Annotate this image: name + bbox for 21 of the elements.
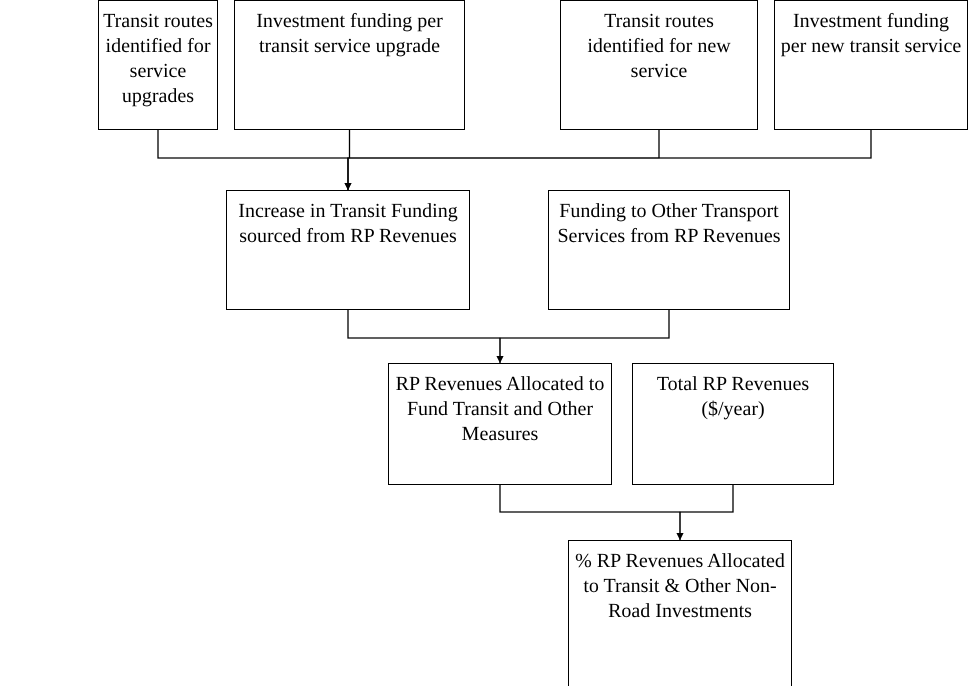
box-label: % RP Revenues Allocated to Transit & Other Non-Road Investments bbox=[574, 549, 786, 624]
process-box bbox=[234, 0, 465, 130]
connector-arrow bbox=[344, 130, 872, 190]
process-box bbox=[388, 363, 612, 485]
process-box bbox=[632, 363, 834, 485]
process-box bbox=[568, 540, 792, 686]
process-box bbox=[560, 0, 758, 130]
box-label: Increase in Transit Funding sourced from RP Revenues bbox=[237, 199, 459, 249]
box-label: Funding to Other Transport Services from RP Revenues bbox=[556, 199, 782, 249]
connector-arrow bbox=[676, 485, 734, 540]
box-label: Investment funding per transit service upgrade bbox=[255, 9, 444, 59]
box-label: Total RP Revenues ($/year) bbox=[656, 372, 810, 422]
box-label: Transit routes identified for new service bbox=[586, 9, 732, 84]
process-box bbox=[548, 190, 790, 310]
process-box bbox=[98, 0, 218, 130]
box-label: Transit routes identified for service upgrades bbox=[103, 9, 213, 109]
process-box bbox=[226, 190, 470, 310]
connector-arrow bbox=[496, 310, 670, 363]
process-box bbox=[774, 0, 968, 130]
box-label: Investment funding per new transit service bbox=[780, 9, 962, 59]
box-label: RP Revenues Allocated to Fund Transit and Other Measures bbox=[394, 372, 606, 447]
